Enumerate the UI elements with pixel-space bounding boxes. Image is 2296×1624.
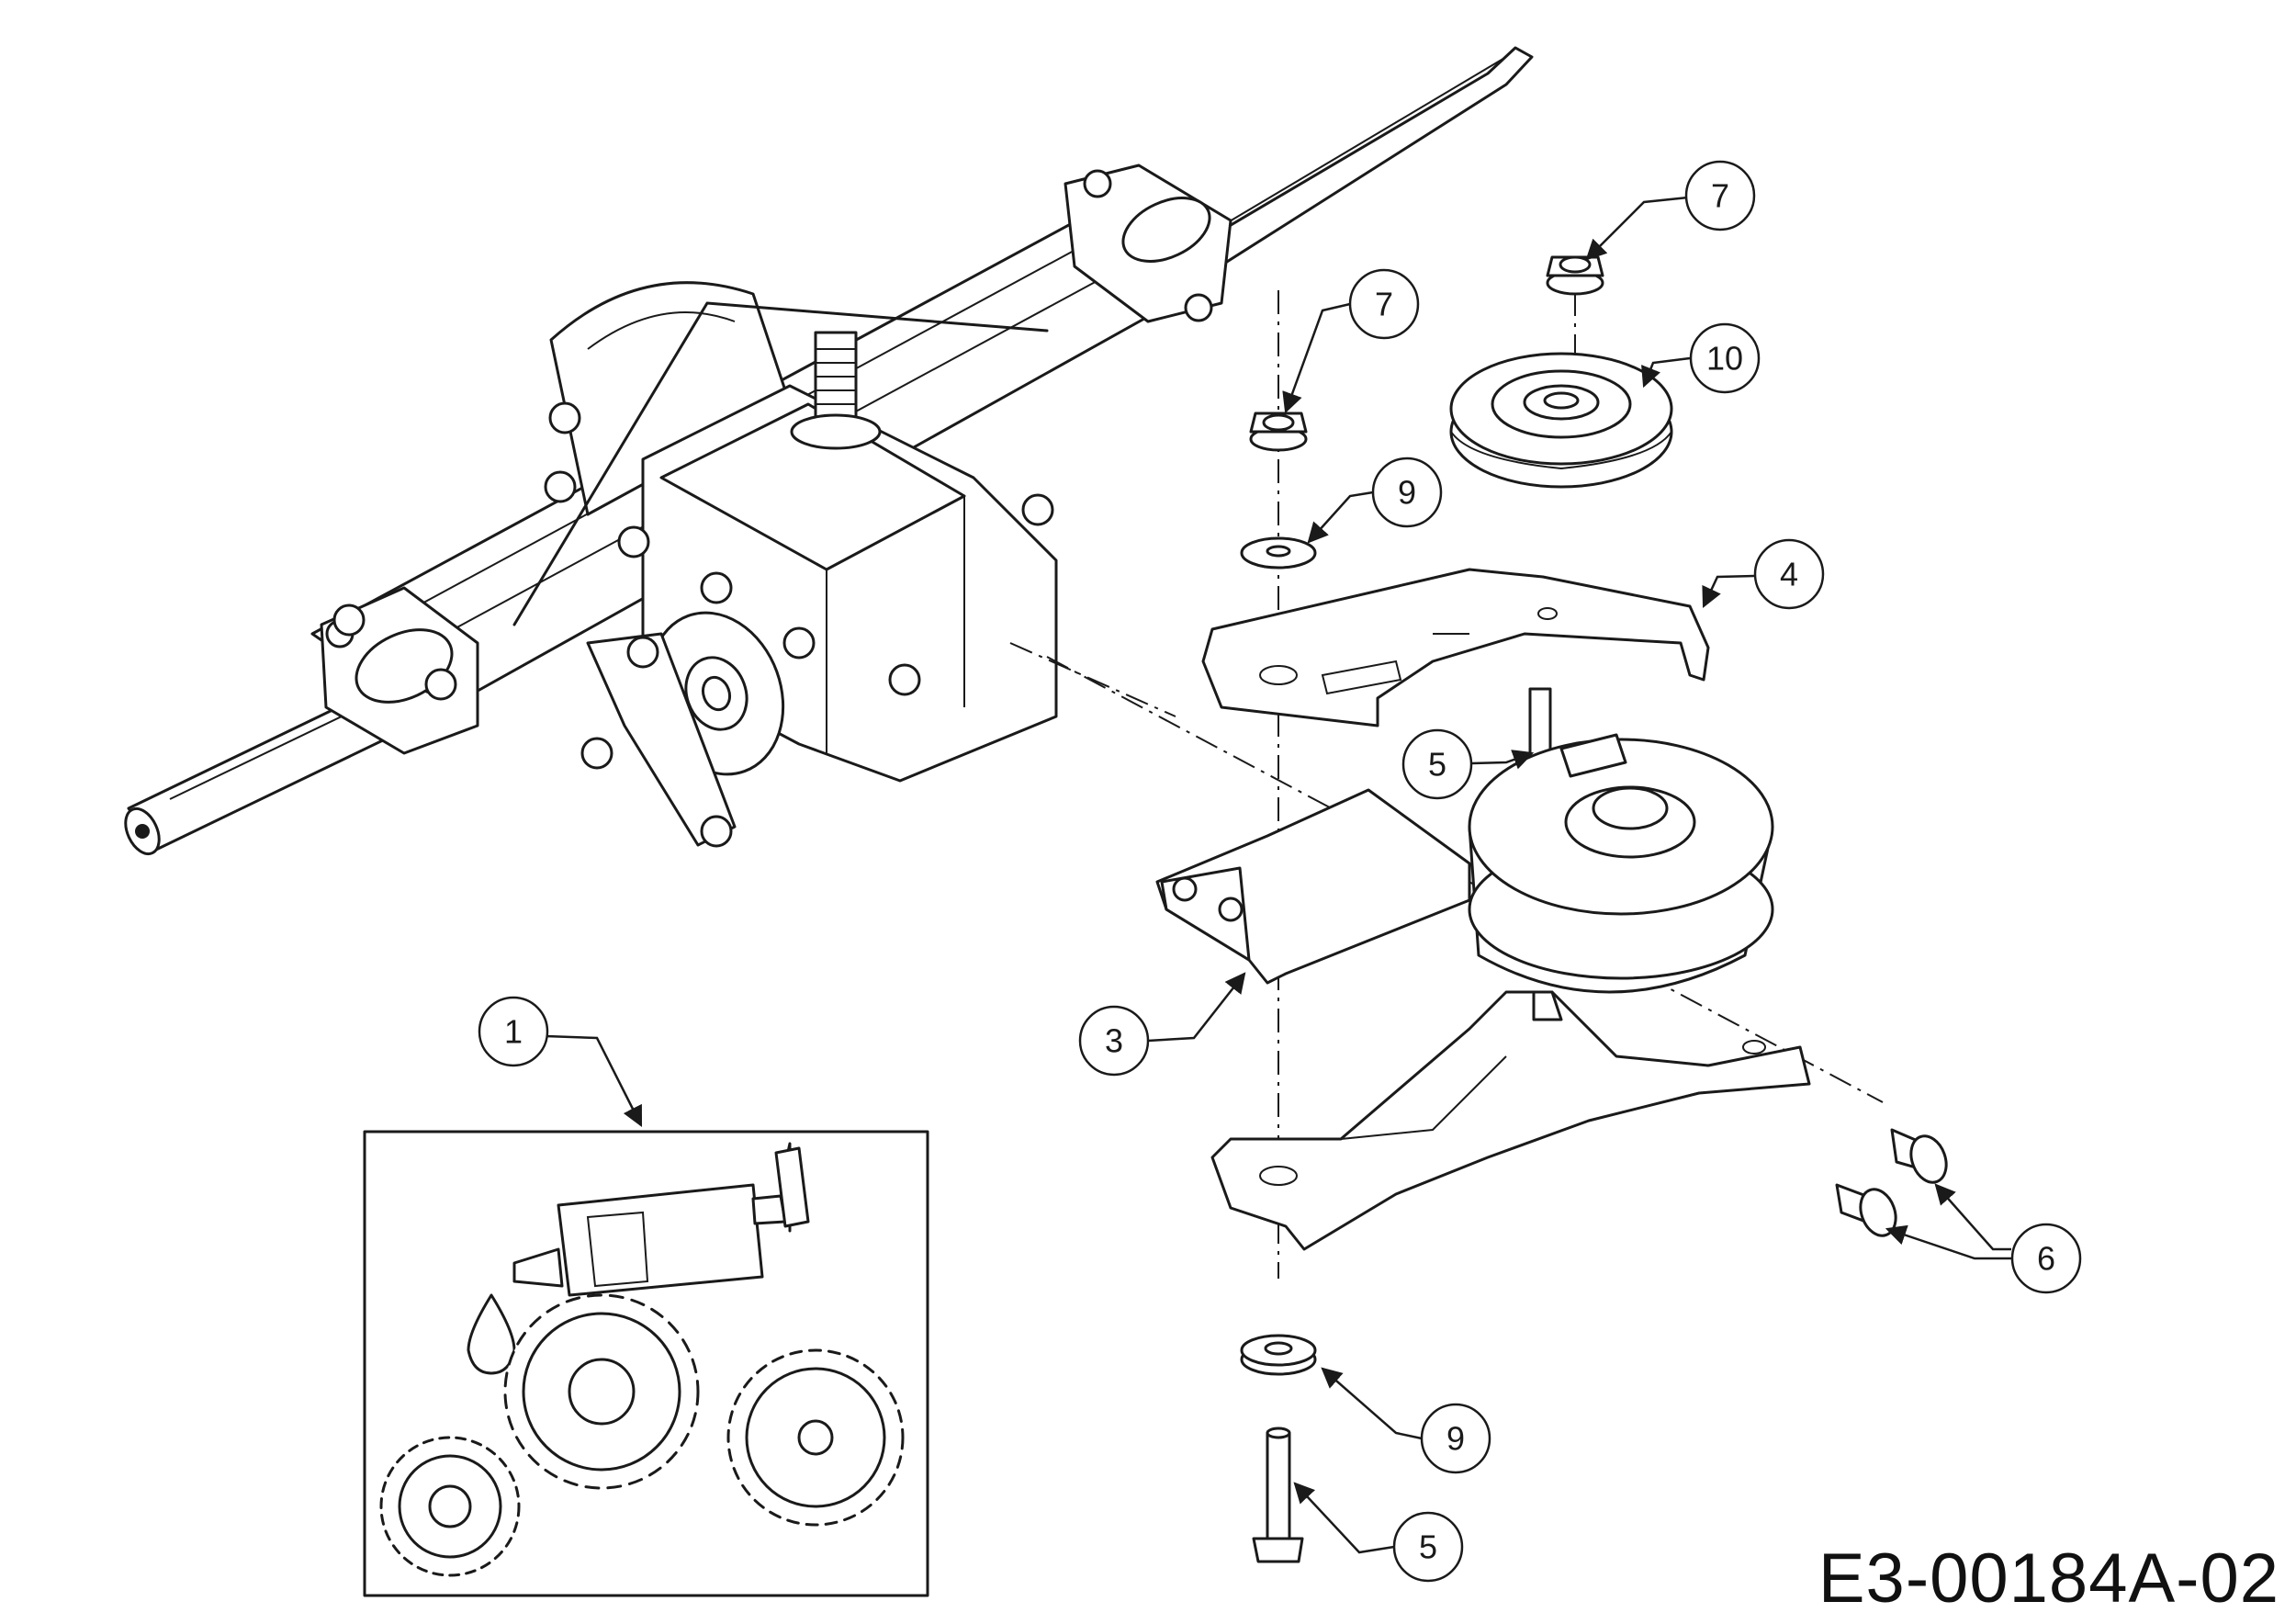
- svg-text:6: 6: [2037, 1240, 2055, 1278]
- idler-pulley-10: [1449, 352, 1673, 489]
- svg-text:4: 4: [1780, 556, 1798, 593]
- svg-text:9: 9: [1398, 474, 1416, 512]
- leader-lines: [545, 196, 2011, 1554]
- flange-nut-7-right: [1546, 255, 1604, 296]
- bolt-5-lower: [1252, 1427, 1304, 1563]
- flange-nut-7-left: [1249, 412, 1308, 452]
- callout-5-upper: 5: [1401, 728, 1473, 800]
- callout-4: 4: [1753, 538, 1825, 610]
- flange-bolts-6: [1835, 1128, 1948, 1237]
- callout-7-right: 7: [1684, 160, 1756, 231]
- callout-5-lower: 5: [1392, 1511, 1464, 1583]
- svg-text:7: 7: [1375, 286, 1393, 323]
- svg-text:10: 10: [1706, 340, 1743, 378]
- lubrication-kit-inset: [363, 1130, 929, 1597]
- callout-1: 1: [478, 996, 549, 1067]
- drawing-code-label: E3-00184A-02: [1818, 1539, 2279, 1618]
- callout-3: 3: [1078, 1005, 1150, 1077]
- svg-text:5: 5: [1419, 1528, 1437, 1566]
- callout-9-lower: 9: [1420, 1403, 1491, 1474]
- washer-9-upper: [1240, 536, 1317, 570]
- lower-arm-bracket: [1210, 990, 1811, 1251]
- washer-9-lower: [1240, 1334, 1317, 1376]
- svg-text:3: 3: [1105, 1022, 1123, 1060]
- double-pulley: [1468, 733, 1774, 994]
- transaxle-assembly: [124, 46, 1534, 856]
- callout-10: 10: [1689, 322, 1761, 394]
- svg-text:5: 5: [1428, 746, 1446, 784]
- mount-plate-3: [1155, 788, 1471, 985]
- svg-text:7: 7: [1711, 177, 1729, 215]
- callout-9-upper: 9: [1371, 457, 1443, 528]
- callout-6: 6: [2010, 1223, 2082, 1294]
- svg-text:1: 1: [504, 1013, 523, 1051]
- svg-text:9: 9: [1446, 1420, 1465, 1458]
- upper-bracket-4: [1201, 568, 1710, 727]
- callout-7-left: 7: [1348, 268, 1420, 340]
